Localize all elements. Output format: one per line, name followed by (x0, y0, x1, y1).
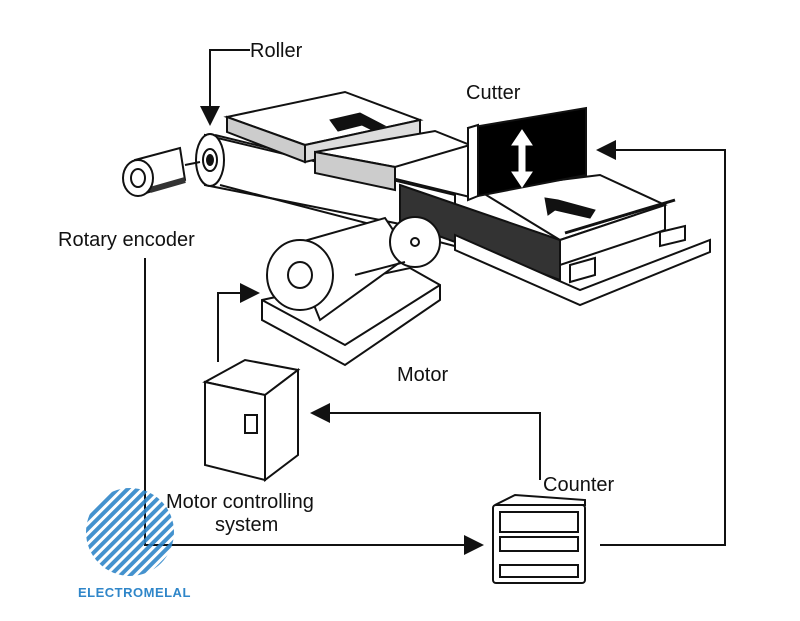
rotary-encoder (122, 146, 201, 197)
motor (261, 216, 441, 367)
motor-controller-cabinet (202, 358, 301, 483)
label-motor: Motor (397, 364, 449, 386)
counter-device (492, 493, 586, 584)
label-motor-controlling-line1: Motor controlling (166, 491, 314, 513)
counter-to-cutter-arrow (596, 140, 726, 546)
label-cutter: Cutter (466, 82, 521, 104)
watermark-text: ELECTROMELAL (78, 585, 191, 600)
label-motor-controlling-line2: system (215, 514, 279, 536)
label-rotary-encoder: Rotary encoder (58, 229, 195, 251)
cutter-blade (466, 106, 587, 202)
roller-pointer-arrow (200, 49, 250, 126)
counter-to-controller-arrow (310, 403, 541, 480)
paper-feed (399, 183, 561, 282)
controller-to-motor-arrow (217, 283, 260, 362)
label-roller: Roller (250, 40, 303, 62)
label-counter: Counter (543, 474, 615, 496)
electromelal-logo-icon (86, 488, 174, 576)
cutter-table (454, 173, 711, 307)
paper-stack-2 (314, 129, 474, 192)
roller (195, 133, 225, 187)
